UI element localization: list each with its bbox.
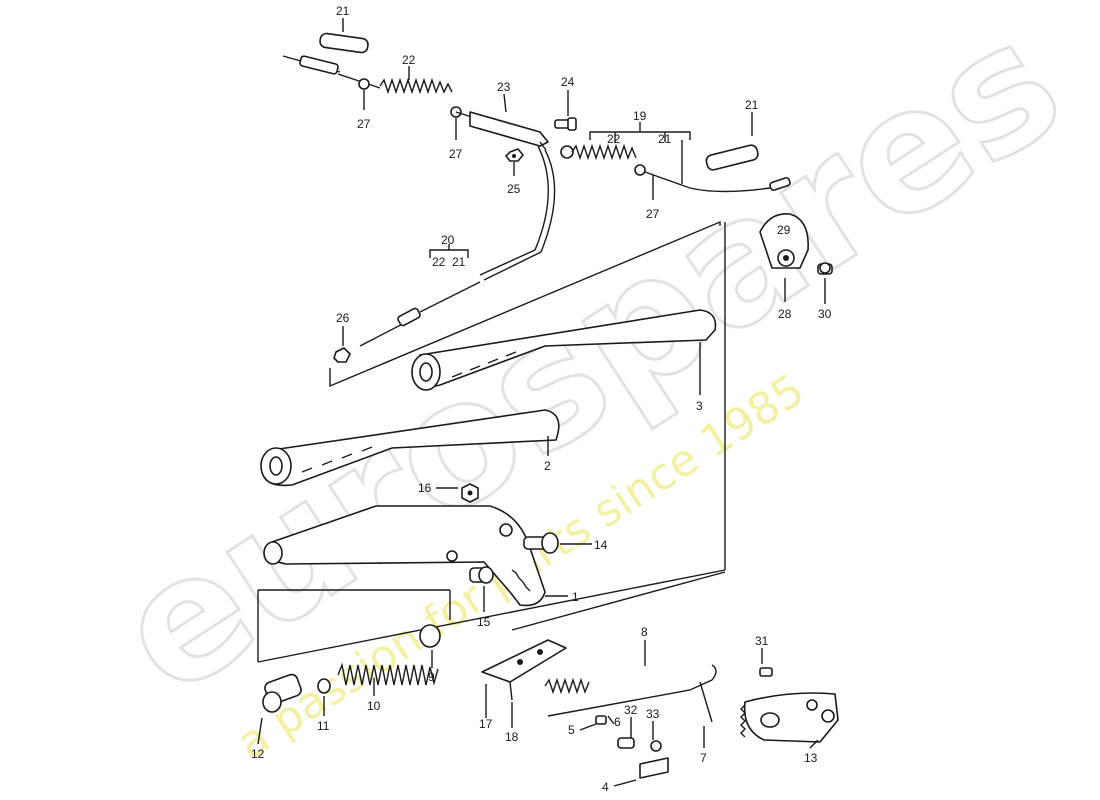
callout-27-mid: 27: [449, 147, 463, 161]
pin-14: [523, 532, 559, 554]
callout-labels: 21 22 23 24 27 27 25 19 22 21 21 27 29 2…: [251, 4, 832, 794]
left-cable-assembly: [282, 32, 549, 151]
callout-12: 12: [251, 747, 265, 761]
callout-15: 15: [477, 615, 491, 629]
watermark: eurospares a passion for parts since 198…: [83, 0, 1095, 769]
callout-27-left: 27: [357, 117, 371, 131]
callout-23: 23: [497, 80, 511, 94]
grip-3: [411, 309, 717, 391]
callout-17: 17: [479, 717, 493, 731]
callout-4: 4: [602, 780, 609, 794]
callout-20: 20: [441, 233, 455, 247]
callout-14: 14: [594, 538, 608, 552]
callout-9: 9: [428, 670, 435, 684]
callout-29: 29: [777, 223, 791, 237]
callout-30: 30: [818, 307, 832, 321]
callout-8: 8: [641, 625, 648, 639]
bolt-24: [554, 117, 577, 131]
right-cable-assembly: [560, 143, 791, 193]
callout-28: 28: [778, 307, 792, 321]
callout-25: 25: [507, 182, 521, 196]
screw-6: [595, 715, 607, 725]
callout-22-right: 22: [607, 132, 621, 146]
callout-26: 26: [336, 311, 350, 325]
callout-22-left: 22: [402, 53, 416, 67]
callout-11: 11: [317, 719, 330, 733]
callout-21-lower: 21: [452, 255, 466, 269]
spring-22-left: [379, 77, 453, 95]
pin-15: [469, 566, 494, 584]
watermark-brand: eurospares: [84, 0, 1093, 734]
callout-6: 6: [614, 715, 621, 729]
bracket-28: [759, 213, 833, 275]
callout-7: 7: [700, 751, 707, 765]
callout-27-right: 27: [646, 207, 660, 221]
callout-16: 16: [418, 481, 432, 495]
spring-10: [337, 662, 439, 686]
callout-2: 2: [544, 459, 551, 473]
callout-10: 10: [367, 699, 381, 713]
callout-3: 3: [696, 399, 703, 413]
callout-1: 1: [572, 590, 579, 604]
callout-19: 19: [633, 109, 647, 123]
callout-18: 18: [505, 730, 519, 744]
callout-21-top: 21: [336, 4, 350, 18]
callout-21-bracket: 21: [658, 132, 672, 146]
callout-13: 13: [804, 751, 818, 765]
pawl-17: [481, 639, 567, 683]
grip-2: [260, 409, 560, 487]
callout-31: 31: [755, 634, 769, 648]
leader-lines: [257, 18, 826, 787]
callout-32: 32: [624, 703, 638, 717]
callout-24: 24: [561, 75, 575, 89]
sleeve-12: [262, 673, 302, 713]
callout-5: 5: [568, 723, 575, 737]
callout-21-right: 21: [745, 98, 759, 112]
lever-1: [263, 505, 546, 607]
callout-22-lower: 22: [432, 255, 446, 269]
callout-33: 33: [646, 707, 660, 721]
